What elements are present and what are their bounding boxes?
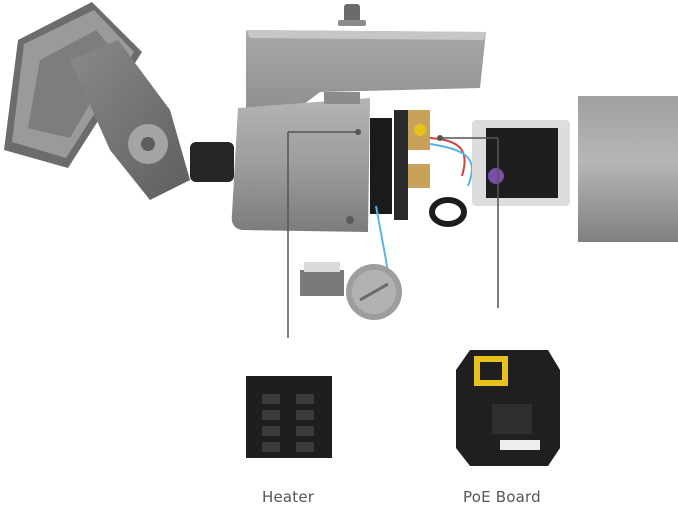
round-cap-icon — [346, 264, 402, 320]
camera-housing-icon — [231, 92, 370, 232]
connector-icon — [300, 262, 344, 296]
poe-board-caption: PoE Board — [463, 488, 541, 506]
leader-line-heater — [287, 129, 361, 338]
front-tube-icon — [578, 96, 678, 242]
wall-mount-icon — [4, 2, 234, 200]
mounted-poe-board-icon — [472, 120, 570, 206]
poe-board-icon — [456, 350, 560, 466]
leader-line-poe — [437, 135, 499, 308]
pcb-stack-icon — [370, 110, 430, 220]
heater-caption: Heater — [262, 488, 315, 506]
heater-pcb-icon — [246, 376, 332, 458]
sunshield-icon — [246, 4, 486, 130]
